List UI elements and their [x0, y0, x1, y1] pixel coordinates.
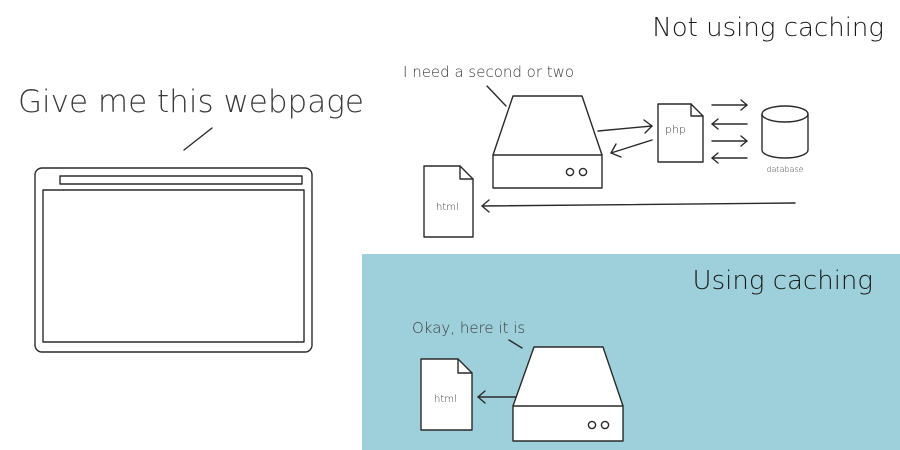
server-php-arrows [597, 119, 653, 158]
browser-address-bar [59, 175, 303, 185]
php-label: php [665, 123, 686, 136]
server-led-icon [565, 167, 575, 177]
cache-return-arrow [477, 390, 517, 404]
php-database-arrows [711, 99, 748, 164]
cache-title: Using caching [693, 266, 873, 296]
server-led-icon [578, 167, 588, 177]
browser-viewport [42, 189, 305, 343]
html-file-icon: html [423, 165, 474, 238]
database-label: database [766, 165, 803, 174]
no-cache-server-caption: I need a second or two [403, 63, 574, 81]
request-pointer [183, 127, 213, 151]
server-led-icon [600, 420, 610, 430]
html-label: html [436, 202, 459, 213]
no-cache-title: Not using caching [652, 13, 884, 43]
server-icon [492, 95, 603, 189]
return-arrow [481, 199, 796, 213]
request-text: Give me this webpage [18, 84, 364, 120]
php-file-icon: php [657, 103, 704, 163]
database-icon: database [761, 105, 809, 174]
cache-caption-pointer [508, 339, 523, 349]
cache-server-icon [512, 346, 624, 442]
cache-html-label: html [434, 394, 457, 405]
cache-html-file-icon: html [420, 358, 473, 431]
cache-server-caption: Okay, here it is [412, 319, 525, 337]
no-cache-caption-pointer [486, 85, 507, 107]
browser-window [34, 167, 313, 353]
server-led-icon [587, 420, 597, 430]
